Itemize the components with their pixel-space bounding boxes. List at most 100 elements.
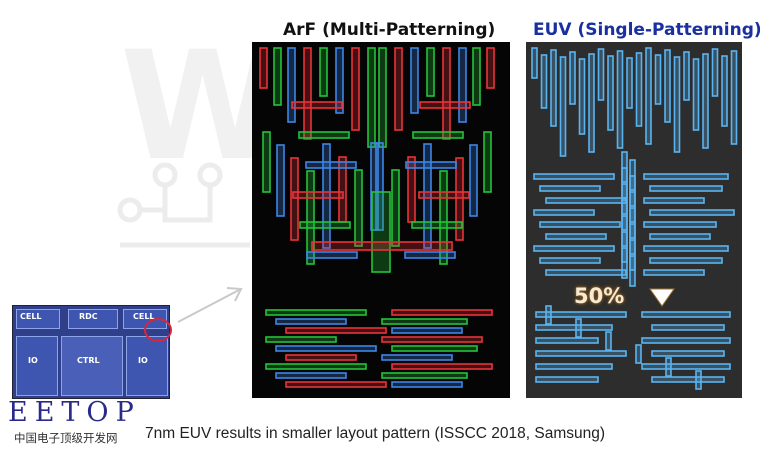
layout-wire <box>262 131 271 193</box>
layout-wire <box>651 376 725 383</box>
layout-wire <box>418 191 470 199</box>
layout-wire <box>649 233 711 240</box>
chip-die-image: CELL RDC CELL IO CTRL IO <box>12 305 170 399</box>
layout-wire <box>298 131 350 139</box>
layout-wire <box>649 185 723 192</box>
layout-wire <box>578 58 586 135</box>
layout-wire <box>545 305 552 325</box>
layout-wire <box>621 215 628 247</box>
layout-wire <box>711 48 719 97</box>
layout-wire <box>391 309 493 316</box>
layout-wire <box>533 173 615 180</box>
layout-wire <box>404 251 456 259</box>
layout-wire <box>322 143 331 249</box>
layout-wire <box>533 245 615 252</box>
layout-wire <box>535 350 627 357</box>
layout-wire <box>419 101 471 109</box>
layout-wire <box>265 309 367 316</box>
layout-wire <box>616 50 624 149</box>
layout-wire <box>486 47 495 89</box>
layout-wire <box>275 318 347 325</box>
layout-wire <box>391 363 493 370</box>
layout-wire <box>535 324 613 331</box>
chip-label-io-right: IO <box>138 356 148 365</box>
layout-wire <box>673 56 681 153</box>
layout-wire <box>303 47 312 140</box>
layout-wire <box>641 311 731 318</box>
chip-label-rdc: RDC <box>79 312 98 321</box>
layout-wire <box>629 255 636 287</box>
layout-wire <box>702 53 709 149</box>
layout-wire <box>275 345 377 352</box>
layout-wire <box>651 350 725 357</box>
layout-wire <box>306 251 358 259</box>
layout-wire <box>370 142 379 231</box>
layout-wire <box>335 47 344 114</box>
layout-wire <box>588 53 595 153</box>
layout-wire <box>354 169 363 247</box>
layout-wire <box>621 231 628 263</box>
layout-wire <box>291 101 343 109</box>
layout-wire <box>629 191 636 223</box>
layout-wire <box>651 324 725 331</box>
layout-wire <box>641 363 731 370</box>
chip-label-cell-right: CELL <box>133 312 155 321</box>
eetop-logo: EETOP <box>8 397 141 428</box>
layout-wire <box>371 191 391 273</box>
layout-wire <box>285 327 387 334</box>
layout-wire <box>535 311 627 318</box>
layout-wire <box>621 247 628 279</box>
layout-wire <box>351 47 360 131</box>
layout-wire <box>411 221 463 229</box>
layout-wire <box>643 173 729 180</box>
layout-wire <box>305 161 357 169</box>
layout-wire <box>621 151 628 183</box>
triangle-down-icon <box>649 288 675 307</box>
layout-wire <box>649 257 723 264</box>
layout-wire <box>569 51 576 105</box>
euv-layout-image <box>526 42 742 398</box>
euv-panel-title: EUV (Single-Patterning) <box>533 20 760 40</box>
layout-wire <box>597 48 605 101</box>
layout-wire <box>575 318 582 338</box>
layout-wire <box>629 159 636 191</box>
layout-wire <box>540 54 548 109</box>
layout-wire <box>664 49 671 123</box>
arf-panel-title: ArF (Multi-Patterning) <box>283 20 496 40</box>
layout-wire <box>643 269 705 276</box>
layout-wire <box>381 354 453 361</box>
layout-wire <box>381 372 468 379</box>
eetop-logo-subtitle: 中国电子顶级开发网 <box>14 433 118 445</box>
layout-wire <box>531 47 538 79</box>
layout-wire <box>629 239 636 271</box>
layout-wire <box>381 336 483 343</box>
figure-caption: 7nm EUV results in smaller layout patter… <box>145 425 606 442</box>
highlight-circle <box>144 318 172 342</box>
circuit-watermark-graphic <box>117 162 250 248</box>
layout-wire <box>643 245 729 252</box>
chip-label-cell-left: CELL <box>20 312 42 321</box>
layout-wire <box>692 58 700 131</box>
layout-wire <box>635 52 643 127</box>
layout-wire <box>469 144 478 217</box>
layout-wire <box>533 209 595 216</box>
layout-wire <box>367 47 376 148</box>
layout-wire <box>635 344 642 364</box>
layout-wire <box>287 47 296 123</box>
layout-wire <box>423 143 432 249</box>
layout-wire <box>265 336 337 343</box>
layout-wire <box>649 209 735 216</box>
layout-wire <box>405 161 457 169</box>
layout-wire <box>629 207 636 239</box>
layout-wire <box>643 197 705 204</box>
arf-layout-image <box>252 42 510 398</box>
layout-wire <box>545 269 627 276</box>
layout-wire <box>285 381 387 388</box>
layout-wire <box>319 47 328 97</box>
layout-wire <box>442 47 451 140</box>
layout-wire <box>394 47 403 131</box>
layout-wire <box>410 47 419 114</box>
reduction-badge: 50% <box>574 284 625 308</box>
layout-wire <box>550 49 557 127</box>
layout-wire <box>472 47 481 106</box>
